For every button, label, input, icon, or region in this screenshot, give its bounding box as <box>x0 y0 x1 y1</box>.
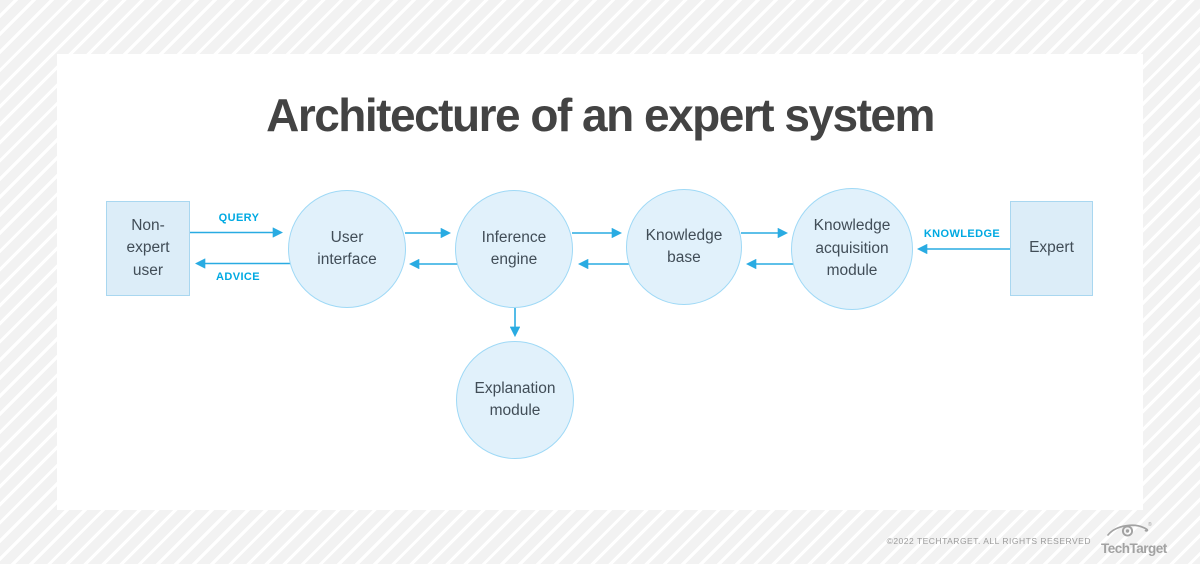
registered-mark: ® <box>1148 521 1152 528</box>
node-label: Knowledge acquisition module <box>813 217 891 280</box>
node-label: Knowledge base <box>645 226 723 266</box>
flow-label-advice: ADVICE <box>216 271 260 283</box>
node-label: Explanation module <box>474 379 556 419</box>
diagram-panel <box>57 54 1143 510</box>
diagram-title: Architecture of an expert system <box>266 89 935 141</box>
flow-label-knowledge: KNOWLEDGE <box>923 228 1001 240</box>
techtarget-logo: ® TechTarget <box>1101 521 1167 556</box>
copyright-text: ©2022 TECHTARGET. ALL RIGHTS RESERVED <box>886 536 1091 546</box>
flow-label-query: QUERY <box>218 212 260 224</box>
node-inference-engine: Inference engine <box>455 190 573 308</box>
node-label: User interface <box>317 228 377 268</box>
node-non-expert-user: Non- expert user <box>106 201 190 296</box>
node-label: Inference engine <box>481 228 547 268</box>
node-knowledge-base: Knowledge base <box>626 189 742 305</box>
node-explanation-module: Explanation module <box>456 341 574 459</box>
node-expert: Expert <box>1010 201 1093 296</box>
node-label: Non- expert user <box>126 216 170 279</box>
techtarget-eye-icon: ® <box>1107 521 1152 537</box>
techtarget-wordmark: TechTarget <box>1101 541 1167 556</box>
node-user-interface: User interface <box>288 190 406 308</box>
node-label: Expert <box>1029 239 1074 257</box>
node-knowledge-acquisition-module: Knowledge acquisition module <box>791 188 913 310</box>
